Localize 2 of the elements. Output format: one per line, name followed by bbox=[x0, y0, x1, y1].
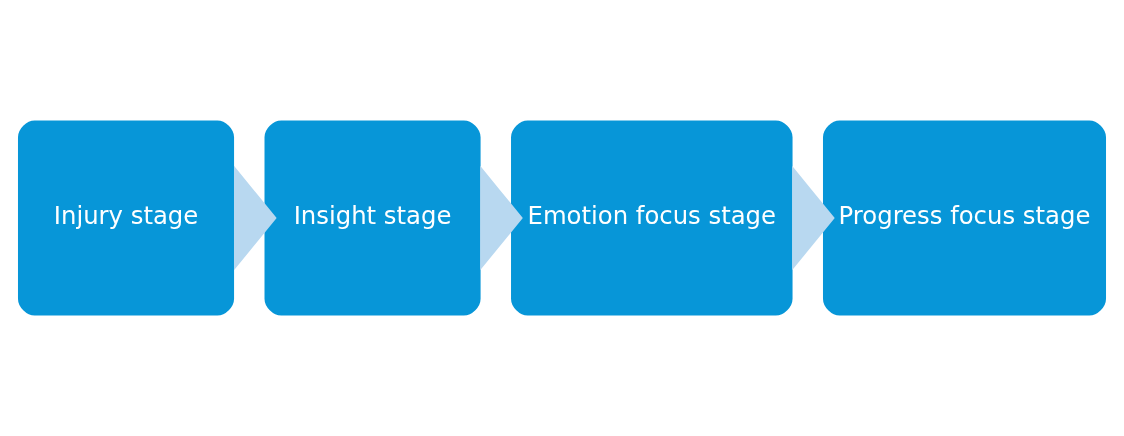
node-box: Emotion focus stage bbox=[508, 117, 796, 319]
node-box: Insight stage bbox=[261, 117, 484, 319]
